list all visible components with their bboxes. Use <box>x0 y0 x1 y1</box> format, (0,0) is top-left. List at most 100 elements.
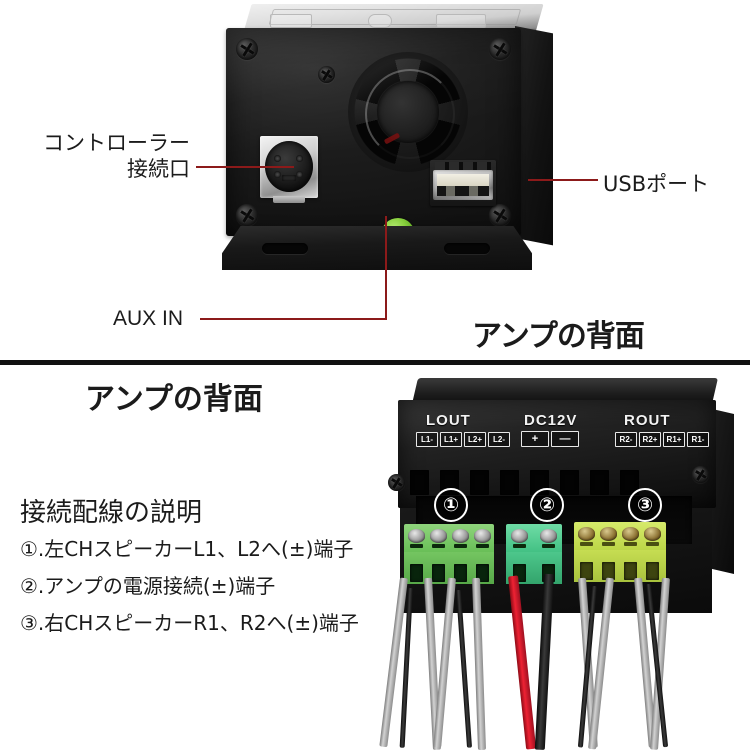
fan-hub <box>377 81 439 143</box>
pin-row-lout: L1- L1+ L2+ L2- <box>416 432 510 447</box>
din-pin-4 <box>296 171 303 178</box>
screw-bottom-right-icon <box>489 204 511 226</box>
amp-front-face <box>226 28 521 252</box>
din-bottom-tab <box>273 196 305 203</box>
description-item-3: ③.右CHスピーカーR1、R2へ(±)端子 <box>20 611 359 635</box>
tb1-slot-3 <box>454 544 467 548</box>
tb3-slot-2 <box>602 542 615 546</box>
screw-top-left-icon <box>236 38 258 60</box>
vent-1 <box>410 470 429 495</box>
leader-line-usb-port <box>528 179 598 181</box>
tb3-port-1 <box>580 562 593 580</box>
tb1-screw-4[interactable] <box>474 529 491 543</box>
leader-line-aux-horizontal <box>200 318 386 320</box>
screw-bottom-left-icon <box>236 204 258 226</box>
pin-r2-minus: R2- <box>615 432 637 447</box>
tb2-screw-1[interactable] <box>511 529 528 543</box>
vent-row <box>410 470 639 495</box>
din-pin-3 <box>274 171 281 178</box>
leader-line-aux-vertical <box>385 216 387 320</box>
tb3-slot-4 <box>646 542 659 546</box>
group-title-dc12v: DC12V <box>524 412 578 429</box>
cooling-fan-grille <box>348 52 468 172</box>
callout-aux-in-label: AUX IN <box>113 307 184 330</box>
tb1-slot-2 <box>432 544 445 548</box>
pin-r1-minus: R1- <box>687 432 709 447</box>
description-item-2: ②.アンプの電源接続(±)端子 <box>20 574 276 598</box>
description-title: 接続配線の説明 <box>20 498 203 528</box>
screw-fan-upper-icon <box>318 66 335 83</box>
din-pin-2 <box>296 155 303 162</box>
bracket-slot-left <box>262 243 308 254</box>
vent-3 <box>470 470 489 495</box>
tb1-port-3 <box>454 564 467 582</box>
tb3-slot-3 <box>624 542 637 546</box>
callout-controller-port-line1: コントローラー <box>43 131 190 155</box>
pin-l1-plus: L1+ <box>440 432 462 447</box>
tb3-slot-1 <box>580 542 593 546</box>
vent-4 <box>500 470 519 495</box>
pin-l2-plus: L2+ <box>464 432 486 447</box>
tb2-slot-2 <box>542 544 555 548</box>
pin-r1-plus: R1+ <box>663 432 685 447</box>
wire-lout-black-2 <box>456 589 473 748</box>
tb3-port-4 <box>646 562 659 580</box>
amp2-screw-left-icon <box>388 474 405 491</box>
usb-top-vents <box>435 162 491 171</box>
lid-marking-left <box>270 14 312 28</box>
marker-2: ② <box>530 488 564 522</box>
pin-dc-plus: + <box>521 431 549 447</box>
pin-row-rout: R2- R2+ R1+ R1- <box>615 432 709 447</box>
pin-l1-minus: L1- <box>416 432 438 447</box>
group-title-lout: LOUT <box>426 412 471 429</box>
panel-divider <box>0 360 750 365</box>
mounting-bracket <box>222 226 532 270</box>
bottom-panel-heading: アンプの背面 <box>85 382 263 417</box>
pin-row-dc12v: + — <box>521 431 579 447</box>
tb1-screw-1[interactable] <box>408 529 425 543</box>
vent-7 <box>590 470 609 495</box>
din-pin-1 <box>274 155 281 162</box>
bracket-slot-right <box>444 243 490 254</box>
marker-3: ③ <box>628 488 662 522</box>
tb1-screw-3[interactable] <box>452 529 469 543</box>
bottom-panel: アンプの背面 接続配線の説明 ①.左CHスピーカーL1、L2へ(±)端子 ②.ア… <box>0 366 750 750</box>
terminal-block-rout[interactable] <box>574 522 666 586</box>
callout-usb-port-label: USBポート <box>603 172 710 196</box>
lid-marking-right <box>436 14 486 28</box>
vent-6 <box>560 470 579 495</box>
group-title-rout: ROUT <box>624 412 671 429</box>
tb3-screw-4[interactable] <box>644 527 661 541</box>
tb1-screw-2[interactable] <box>430 529 447 543</box>
leader-line-controller-port <box>196 166 294 168</box>
amplifier-terminal-photo: LOUT DC12V ROUT L1- L1+ L2+ L2- + — R2- … <box>378 378 750 750</box>
top-panel-heading: アンプの背面 <box>472 319 645 354</box>
tb1-slot-4 <box>476 544 489 548</box>
callout-controller-port-label: コントローラー 接続口 <box>30 130 190 182</box>
usb-contact-1 <box>446 186 455 196</box>
tb1-port-2 <box>432 564 445 582</box>
terminal-block-lout[interactable] <box>404 524 494 586</box>
tb1-slot-1 <box>410 544 423 548</box>
vent-8 <box>620 470 639 495</box>
tb2-slot-1 <box>513 544 526 548</box>
tb3-screw-3[interactable] <box>622 527 639 541</box>
tb1-port-4 <box>476 564 489 582</box>
pin-r2-plus: R2+ <box>639 432 661 447</box>
tb3-screw-1[interactable] <box>578 527 595 541</box>
usb-shell <box>433 170 493 200</box>
tb3-port-3 <box>624 562 637 580</box>
usb-a-port <box>430 160 496 206</box>
description-item-1: ①.左CHスピーカーL1、L2へ(±)端子 <box>20 537 354 561</box>
amplifier-rear-photo <box>200 4 580 299</box>
top-panel: コントローラー 接続口 USBポート AUX IN アンプの背面 <box>0 0 750 362</box>
lid-marking-center <box>368 14 392 28</box>
amp2-screw-right-icon <box>692 466 709 483</box>
fan-inner-ring <box>365 69 455 159</box>
usb-contact-2 <box>469 186 478 196</box>
tb2-screw-2[interactable] <box>540 529 557 543</box>
tb1-port-1 <box>410 564 423 582</box>
pin-dc-minus: — <box>551 431 579 447</box>
tb3-screw-2[interactable] <box>600 527 617 541</box>
